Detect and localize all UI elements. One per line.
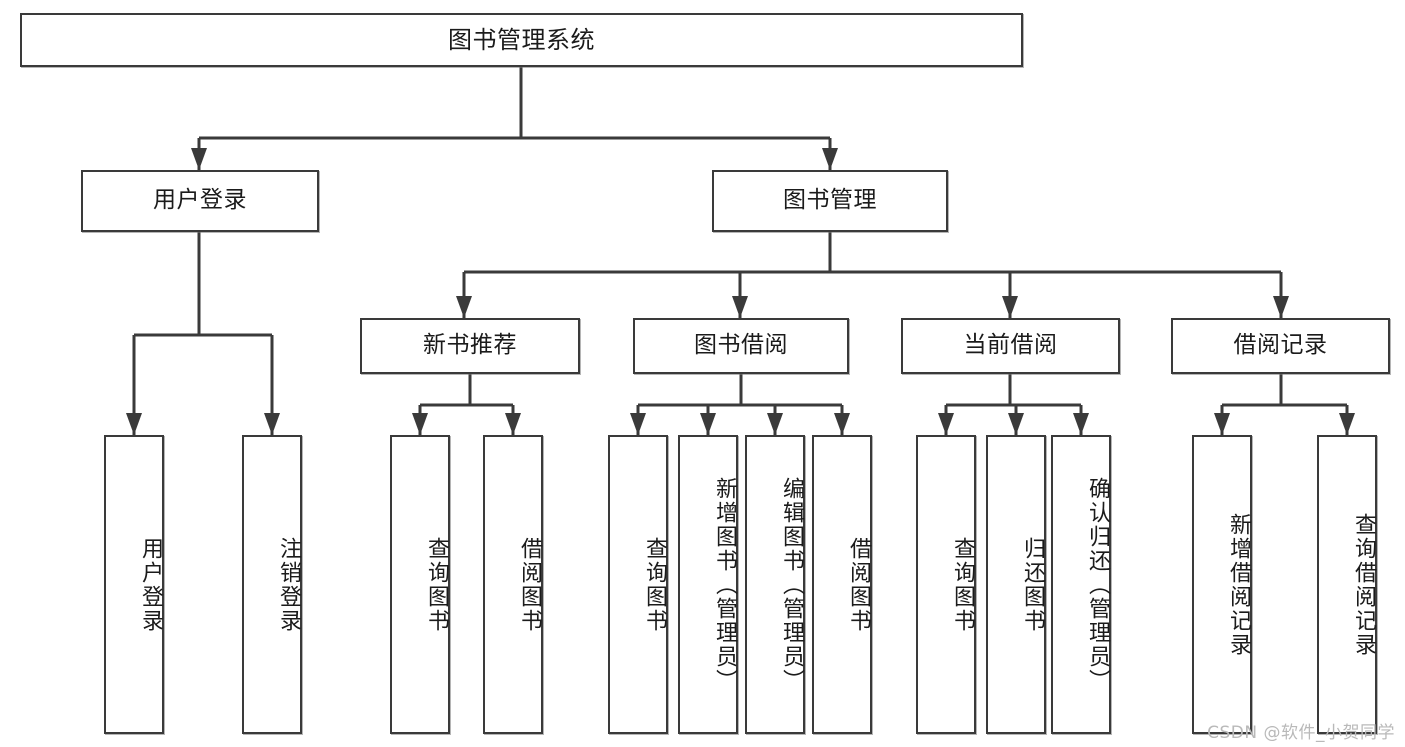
node-leaf-user-logout-label: 注销登录: [276, 536, 301, 633]
node-user-login[interactable]: 用户登录: [81, 170, 319, 232]
node-new-book-recommend-label: 新书推荐: [423, 332, 517, 359]
node-leaf-edit-book-label: 编辑图书（管理员）: [779, 476, 804, 693]
node-leaf-query-book-3-label: 查询图书: [950, 536, 975, 633]
node-leaf-borrow-book-2-label: 借阅图书: [846, 536, 871, 633]
node-leaf-user-login[interactable]: 用户登录: [104, 435, 164, 734]
node-leaf-add-book[interactable]: 新增图书（管理员）: [678, 435, 738, 734]
node-leaf-confirm-return[interactable]: 确认归还（管理员）: [1051, 435, 1111, 734]
node-root[interactable]: 图书管理系统: [20, 13, 1023, 67]
node-leaf-query-book-3[interactable]: 查询图书: [916, 435, 976, 734]
node-root-label: 图书管理系统: [448, 25, 595, 54]
node-leaf-borrow-book-1[interactable]: 借阅图书: [483, 435, 543, 734]
node-borrow-record[interactable]: 借阅记录: [1171, 318, 1390, 374]
node-leaf-return-book[interactable]: 归还图书: [986, 435, 1046, 734]
node-leaf-query-book-2-label: 查询图书: [642, 536, 667, 633]
node-leaf-add-record-label: 新增借阅记录: [1226, 512, 1251, 657]
node-borrow-record-label: 借阅记录: [1233, 332, 1328, 359]
node-book-borrow-label: 图书借阅: [694, 332, 788, 359]
node-leaf-user-login-label: 用户登录: [138, 536, 163, 633]
csdn-watermark: CSDN @软件_小贺同学: [1207, 723, 1395, 743]
node-current-borrow-label: 当前借阅: [963, 332, 1058, 359]
node-book-borrow[interactable]: 图书借阅: [633, 318, 849, 374]
node-leaf-query-book-1[interactable]: 查询图书: [390, 435, 450, 734]
node-leaf-user-logout[interactable]: 注销登录: [242, 435, 302, 734]
node-leaf-query-book-1-label: 查询图书: [424, 536, 449, 633]
node-book-manage-label: 图书管理: [783, 187, 877, 214]
node-leaf-return-book-label: 归还图书: [1020, 536, 1045, 633]
node-leaf-confirm-return-label: 确认归还（管理员）: [1085, 476, 1110, 693]
node-leaf-query-record-label: 查询借阅记录: [1351, 512, 1376, 657]
node-user-login-label: 用户登录: [153, 187, 247, 214]
node-leaf-add-record[interactable]: 新增借阅记录: [1192, 435, 1252, 734]
node-book-manage[interactable]: 图书管理: [712, 170, 948, 232]
node-leaf-add-book-label: 新增图书（管理员）: [712, 476, 737, 693]
node-leaf-query-book-2[interactable]: 查询图书: [608, 435, 668, 734]
node-leaf-edit-book[interactable]: 编辑图书（管理员）: [745, 435, 805, 734]
node-leaf-borrow-book-2[interactable]: 借阅图书: [812, 435, 872, 734]
node-current-borrow[interactable]: 当前借阅: [901, 318, 1120, 374]
node-leaf-borrow-book-1-label: 借阅图书: [517, 536, 542, 633]
node-leaf-query-record[interactable]: 查询借阅记录: [1317, 435, 1377, 734]
node-new-book-recommend[interactable]: 新书推荐: [360, 318, 580, 374]
